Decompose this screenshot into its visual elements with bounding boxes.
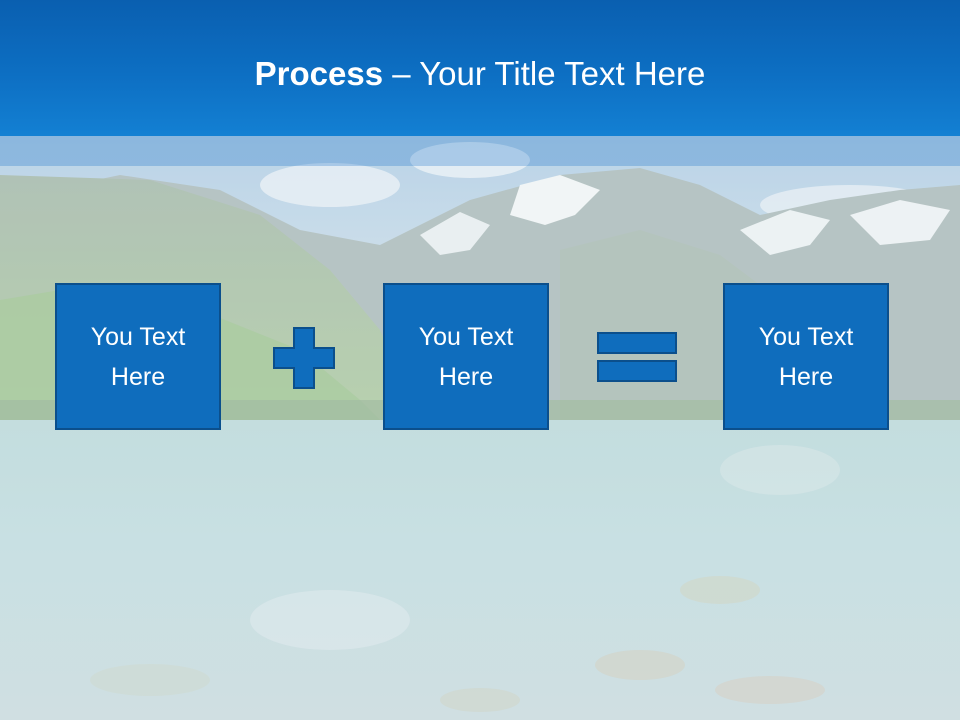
title-bold: Process bbox=[254, 55, 384, 92]
page-title: Process – Your Title Text Here bbox=[0, 52, 960, 96]
process-box-3-text: You Text Here bbox=[758, 322, 854, 391]
process-box-2-text: You Text Here bbox=[418, 322, 514, 391]
title-bar-strip bbox=[0, 136, 960, 166]
process-box-2: You Text Here bbox=[383, 283, 549, 430]
title-bar bbox=[0, 0, 960, 136]
equals-icon bbox=[597, 332, 677, 382]
process-box-1: You Text Here bbox=[55, 283, 221, 430]
process-box-3: You Text Here bbox=[723, 283, 889, 430]
plus-icon bbox=[273, 327, 335, 389]
title-rest: – Your Title Text Here bbox=[383, 55, 706, 92]
process-box-1-text: You Text Here bbox=[90, 322, 186, 391]
